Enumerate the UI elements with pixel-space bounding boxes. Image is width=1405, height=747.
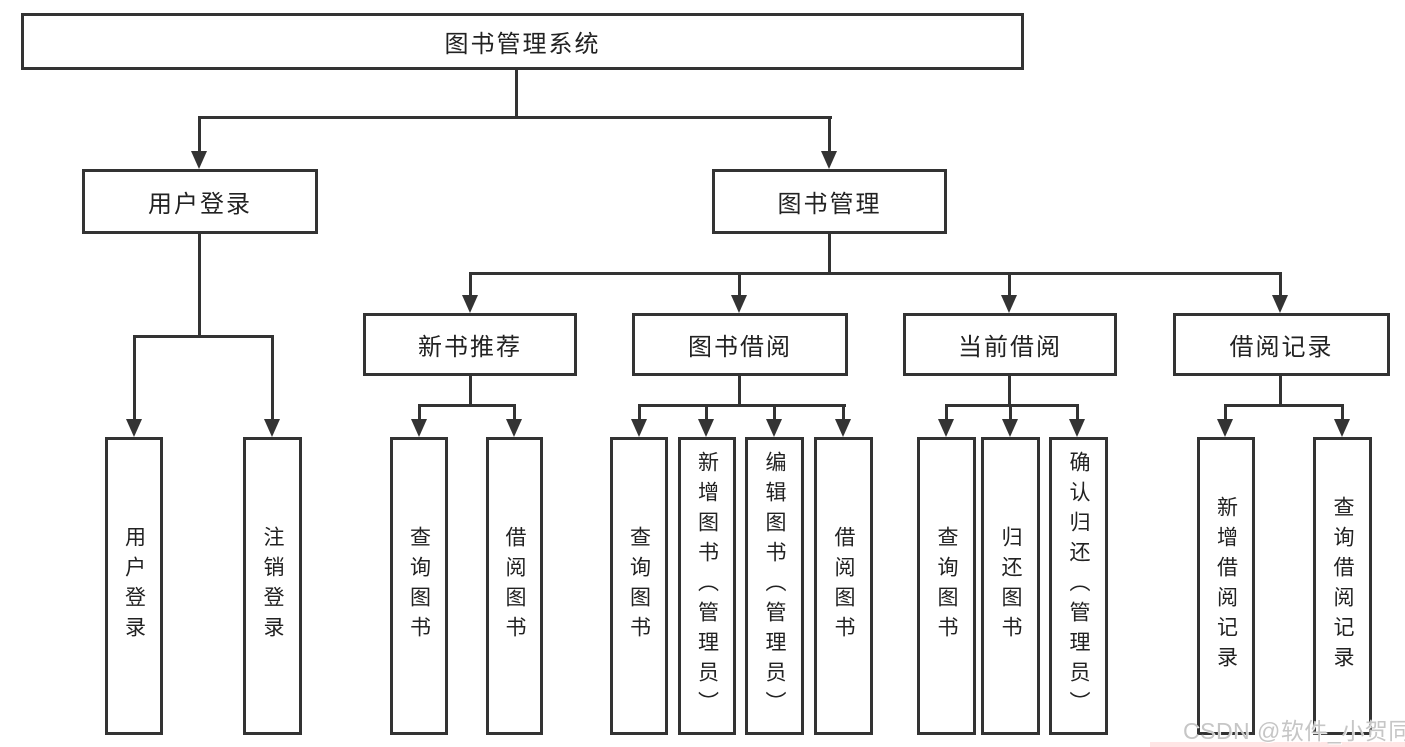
leaf-add-borrow-record-label: 新增借阅记录 [1214,496,1238,676]
leaf-borrow-books-1: 借阅图书 [486,437,543,735]
arrow-down-book-borrow [731,295,747,313]
arrow-down-query-books-2 [631,419,647,437]
arrow-down-query-books-1 [411,419,427,437]
watermark-text: CSDN @软件_小贺同学 [1183,718,1405,744]
arrow-down-return-books [1002,419,1018,437]
node-new-book-recommend: 新书推荐 [363,313,577,376]
arrow-down-add-record [1217,419,1233,437]
node-user-login: 用户登录 [82,169,318,234]
connector-book-management-branch [469,272,1282,275]
leaf-borrow-books-2: 借阅图书 [814,437,873,735]
leaf-edit-books-admin: 编辑图书（管理员） [745,437,804,735]
connector-drop-leaf-logout [271,335,274,421]
connector-drop-query-record [1341,404,1344,420]
leaf-query-books-2: 查询图书 [610,437,668,735]
leaf-borrow-books-1-label: 借阅图书 [503,526,526,646]
leaf-query-borrow-record-label: 查询借阅记录 [1331,496,1354,676]
connector-drop-query-books-1 [418,404,421,420]
connector-drop-leaf-user-login [133,335,136,421]
watermark-tint [1150,742,1405,747]
arrow-down-edit-books [766,419,782,437]
connector-root-branch [198,116,832,119]
leaf-add-books-admin-label: 新增图书（管理员） [695,451,719,721]
connector-book-management-stem [828,234,831,275]
connector-new-book-stem [469,376,472,407]
arrow-down-user-login [191,151,207,169]
connector-user-login-stem [198,234,201,338]
connector-current-borrow-stem [1008,376,1011,407]
leaf-query-books-3-label: 查询图书 [935,526,958,646]
connector-drop-query-books-3 [945,404,948,420]
connector-drop-add-books [705,404,708,420]
leaf-confirm-return-admin-label: 确认归还（管理员） [1067,451,1090,721]
connector-drop-add-record [1224,404,1227,420]
node-book-management-system-label: 图书管理系统 [444,31,601,58]
arrow-down-new-book [462,295,478,313]
arrow-down-borrow-books-1 [506,419,522,437]
node-current-borrowing: 当前借阅 [903,313,1117,376]
connector-drop-confirm-return [1076,404,1079,420]
leaf-user-login-label: 用户登录 [122,526,146,646]
connector-drop-edit-books [773,404,776,420]
node-borrowing-records-label: 借阅记录 [1229,334,1334,361]
connector-drop-book-borrow [738,272,741,297]
node-user-login-label: 用户登录 [148,191,252,218]
leaf-return-books-label: 归还图书 [999,526,1022,646]
connector-borrow-record-branch [1224,404,1343,407]
connector-new-book-branch [418,404,516,407]
arrow-down-borrow-record [1272,295,1288,313]
node-book-management: 图书管理 [712,169,947,234]
leaf-return-books: 归还图书 [981,437,1040,735]
arrow-down-query-record [1334,419,1350,437]
node-book-management-system: 图书管理系统 [21,13,1024,70]
connector-drop-current-borrow [1008,272,1011,297]
connector-drop-new-book [469,272,472,297]
connector-drop-return-books [1009,404,1012,420]
node-book-borrowing: 图书借阅 [632,313,848,376]
leaf-query-books-3: 查询图书 [917,437,976,735]
leaf-borrow-books-2-label: 借阅图书 [832,526,855,646]
node-new-book-recommend-label: 新书推荐 [418,334,522,361]
connector-book-borrow-stem [738,376,741,407]
leaf-query-books-1-label: 查询图书 [407,526,431,646]
connector-drop-query-books-2 [638,404,641,420]
connector-current-borrow-branch [945,404,1079,407]
connector-root-stem [515,70,518,118]
arrow-down-query-books-3 [938,419,954,437]
arrow-down-book-management [821,151,837,169]
leaf-logout-label: 注销登录 [261,526,284,646]
leaf-user-login: 用户登录 [105,437,163,735]
node-book-management-label: 图书管理 [777,191,882,218]
node-current-borrowing-label: 当前借阅 [958,334,1062,361]
connector-drop-borrow-record [1279,272,1282,297]
arrow-down-leaf-user-login [126,419,142,437]
connector-user-login-branch [133,335,274,338]
arrow-down-add-books [698,419,714,437]
arrow-down-current-borrow [1001,295,1017,313]
arrow-down-leaf-logout [264,419,280,437]
connector-borrow-record-stem [1279,376,1282,407]
leaf-logout: 注销登录 [243,437,302,735]
connector-book-borrow-branch [638,404,846,407]
leaf-add-books-admin: 新增图书（管理员） [678,437,736,735]
leaf-confirm-return-admin: 确认归还（管理员） [1049,437,1108,735]
node-book-borrowing-label: 图书借阅 [688,334,792,361]
leaf-query-books-1: 查询图书 [390,437,448,735]
arrow-down-confirm-return [1069,419,1085,437]
arrow-down-borrow-books-2 [835,419,851,437]
connector-drop-book-management [828,116,831,153]
leaf-edit-books-admin-label: 编辑图书（管理员） [763,451,786,721]
connector-drop-user-login [198,116,201,153]
connector-drop-borrow-books-2 [842,404,845,420]
leaf-query-borrow-record: 查询借阅记录 [1313,437,1372,735]
connector-drop-borrow-books-1 [513,404,516,420]
leaf-query-books-2-label: 查询图书 [627,526,651,646]
leaf-add-borrow-record: 新增借阅记录 [1197,437,1255,735]
node-borrowing-records: 借阅记录 [1173,313,1390,376]
